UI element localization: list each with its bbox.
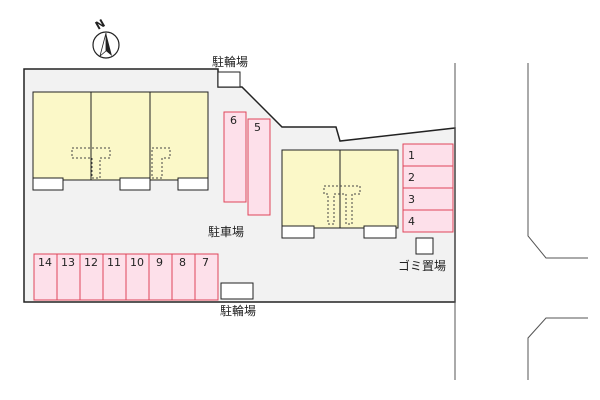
compass-label: N xyxy=(93,17,107,33)
garbage-area-label: ゴミ置場 xyxy=(398,258,446,273)
parking-space-3: 3 xyxy=(408,193,415,206)
road-lines xyxy=(454,63,588,380)
parking-space-12: 12 xyxy=(84,256,98,269)
building-left xyxy=(32,91,209,191)
bicycle-parking-top-box xyxy=(217,71,241,88)
north-arrow-icon: N xyxy=(92,17,120,59)
bicycle-parking-bottom-label: 駐輪場 xyxy=(220,303,256,318)
parking-space-9: 9 xyxy=(156,256,163,269)
parking-space-7: 7 xyxy=(202,256,209,269)
parking-space-1: 1 xyxy=(408,149,415,162)
parking-right-column: 1 2 3 4 xyxy=(402,143,454,233)
car-parking-label: 駐車場 xyxy=(208,224,244,239)
parking-bottom-row: 14 13 12 11 10 9 8 7 xyxy=(33,253,219,301)
parking-space-14: 14 xyxy=(38,256,52,269)
parking-space-13: 13 xyxy=(61,256,75,269)
bicycle-parking-top-label: 駐輪場 xyxy=(212,54,248,69)
parking-space-2: 2 xyxy=(408,171,415,184)
parking-space-6: 6 xyxy=(230,114,237,127)
parking-space-8: 8 xyxy=(179,256,186,269)
garbage-area-box xyxy=(415,237,434,255)
bicycle-parking-bottom-box xyxy=(220,282,254,300)
parking-space-4: 4 xyxy=(408,215,415,228)
parking-space-5: 5 xyxy=(254,121,261,134)
parking-space-11: 11 xyxy=(107,256,121,269)
building-right xyxy=(281,149,399,239)
parking-space-10: 10 xyxy=(130,256,144,269)
parking-middle-pair: 6 5 xyxy=(223,111,271,216)
